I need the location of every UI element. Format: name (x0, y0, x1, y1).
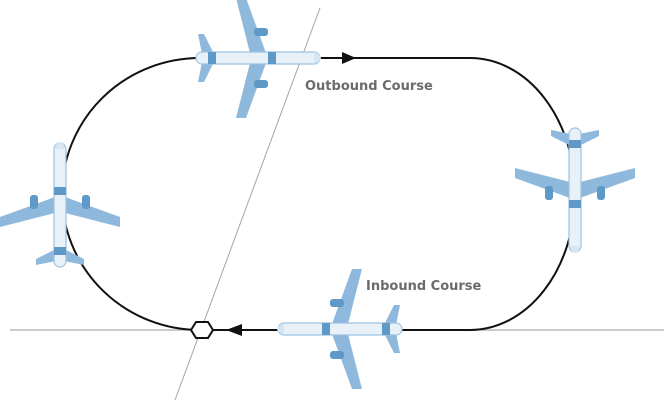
inbound-course-label: Inbound Course (366, 279, 482, 294)
outbound-course-label: Outbound Course (305, 79, 433, 94)
fix-hexagon-icon (189, 321, 215, 339)
aircraft-icon (514, 127, 636, 254)
direction-arrow-icon (226, 324, 242, 336)
holding-pattern-track (61, 57, 576, 331)
aircraft-icon (0, 141, 121, 268)
aircraft-icon (195, 0, 322, 119)
direction-arrow-icon (342, 52, 356, 64)
radial-reference-line (174, 7, 321, 401)
